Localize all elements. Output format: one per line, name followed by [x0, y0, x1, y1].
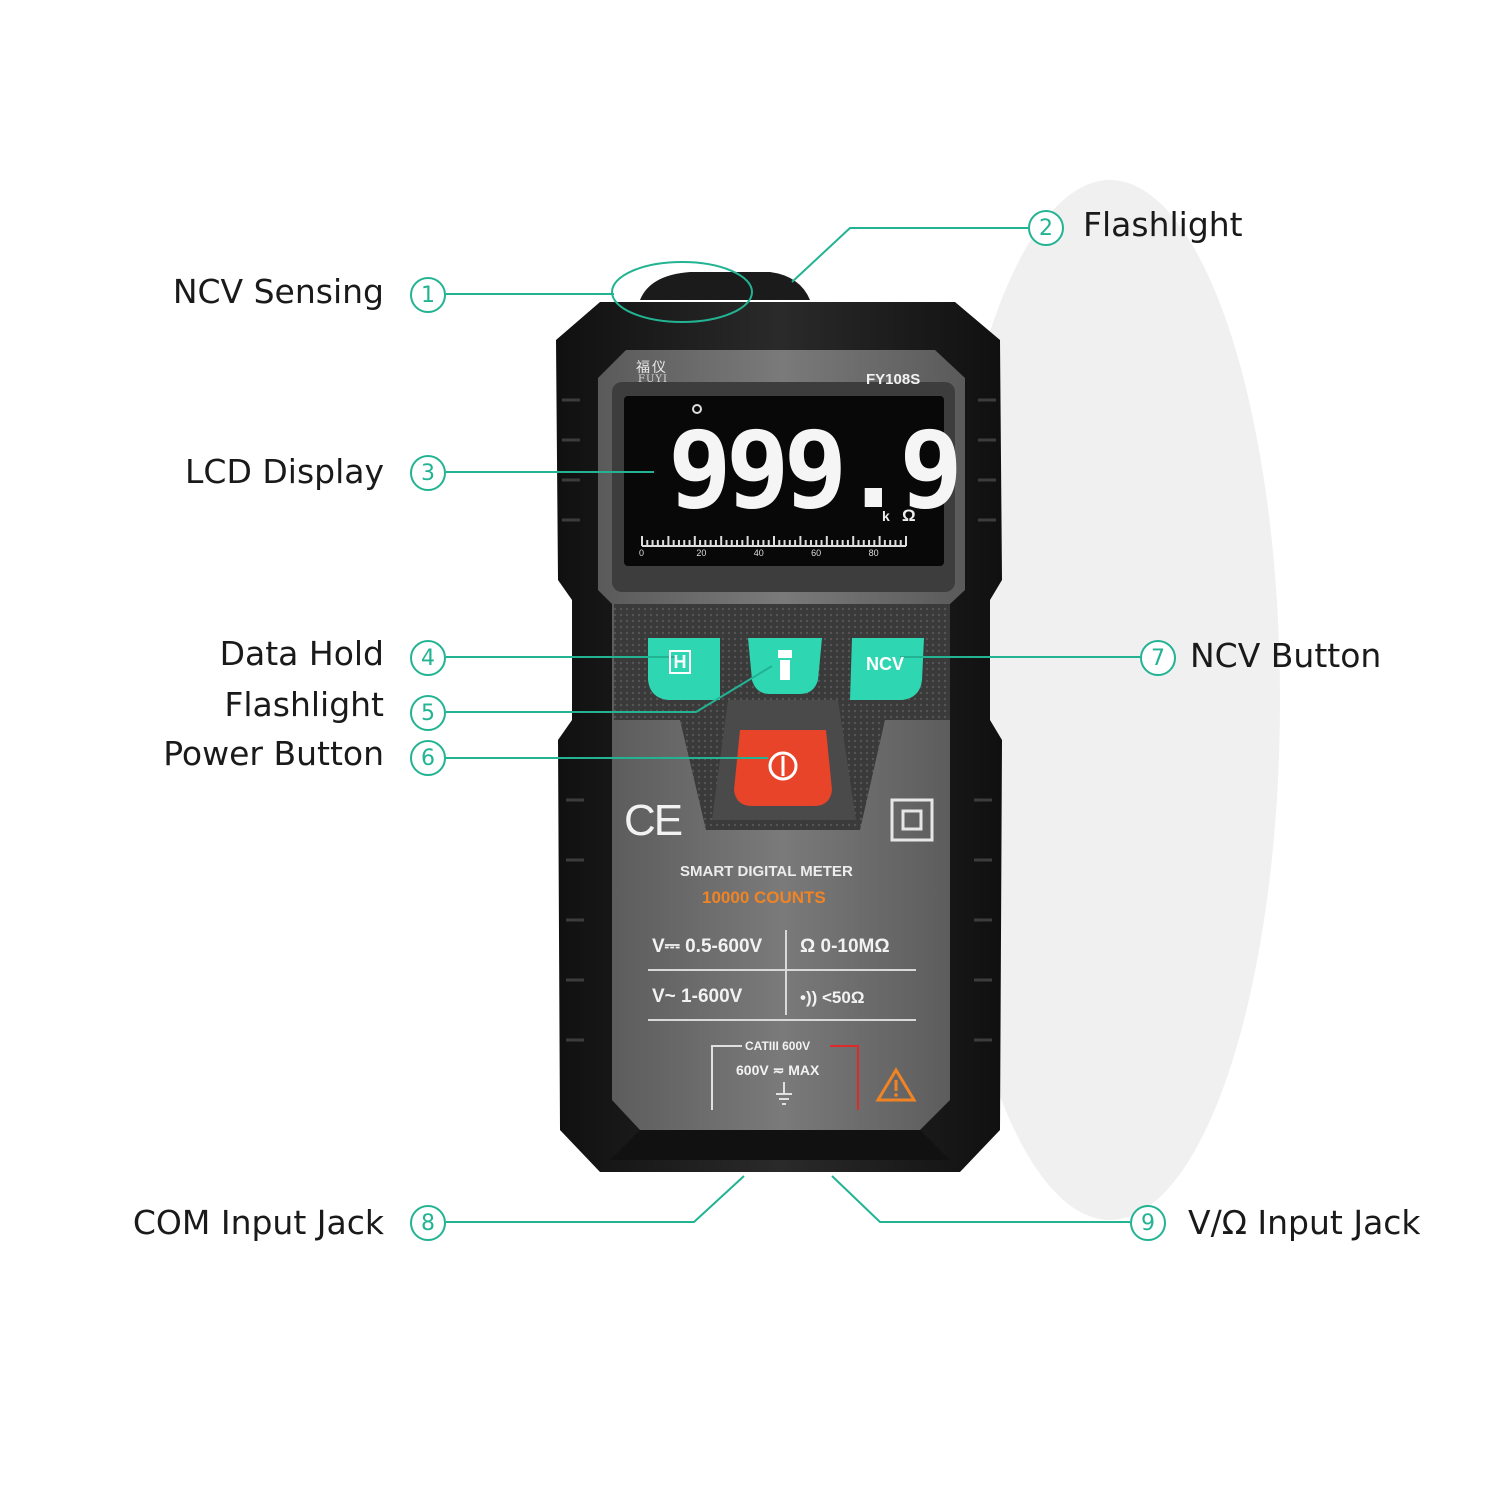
warning-icon: [875, 1067, 917, 1102]
cat-rating: CATIII 600V: [745, 1039, 811, 1053]
callout-label-1: NCV Sensing: [172, 272, 384, 311]
brand-name: FUYI: [638, 374, 668, 385]
spec-continuity: •)) <50Ω: [800, 988, 865, 1007]
lcd-screen: [624, 396, 944, 566]
callout-number-5: 5: [410, 695, 446, 731]
callout-label-7: NCV Button: [1190, 636, 1382, 675]
panel-counts: 10000 COUNTS: [702, 888, 826, 907]
lcd-power-indicator-icon: [692, 404, 702, 414]
callout-number-1: 1: [410, 277, 446, 313]
power-icon: [768, 751, 798, 781]
callout-label-5: Flashlight: [224, 685, 384, 724]
lcd-scale-bar: [641, 536, 907, 547]
callout-number-8: 8: [410, 1205, 446, 1241]
meter-bottom: [610, 1130, 950, 1160]
leader-2: [791, 227, 1028, 283]
leader-9: [831, 1175, 1130, 1223]
cat-bracket: [711, 1045, 859, 1110]
callout-number-3: 3: [410, 455, 446, 491]
lcd-scale-label: 60: [811, 548, 822, 558]
callout-number-7: 7: [1140, 640, 1176, 676]
ground-icon: [776, 1082, 792, 1105]
callout-label-2: Flashlight: [1083, 205, 1243, 244]
meter-grip-left: [562, 398, 584, 1042]
callout-number-9: 9: [1130, 1205, 1166, 1241]
leader-8: [446, 1175, 745, 1223]
hold-button-shape[interactable]: [648, 638, 720, 700]
brand-cn: 福仪: [636, 360, 668, 376]
callout-label-6: Power Button: [163, 734, 384, 773]
leader-lines: [446, 227, 1140, 1223]
ncv-button-shape[interactable]: [850, 638, 924, 700]
double-insulation-icon: [890, 798, 934, 842]
ncv-button-label[interactable]: NCV: [866, 654, 905, 674]
lcd-reading: 999.9: [668, 409, 963, 532]
callout-label-4: Data Hold: [219, 634, 384, 673]
callout-number-6: 6: [410, 740, 446, 776]
lcd-unit-prefix: k: [882, 508, 890, 524]
ncv-sensing-highlight: [611, 261, 753, 323]
lcd-scale-label: 80: [868, 548, 879, 558]
flashlight-icon: [778, 650, 792, 680]
callout-number-4: 4: [410, 640, 446, 676]
spec-grid-lines: [648, 930, 916, 1021]
spec-dcv: V⎓ 0.5-600V: [652, 936, 763, 957]
spec-ohm: Ω 0-10MΩ: [800, 936, 890, 957]
meter-top-cap: [640, 272, 810, 300]
lcd-scale-label: 40: [753, 548, 764, 558]
model-number: FY108S: [866, 371, 921, 388]
lcd-scale-label: 0: [639, 548, 645, 558]
callout-number-2: 2: [1028, 210, 1064, 246]
lcd-scale-label: 20: [696, 548, 707, 558]
meter-grip-right: [974, 398, 996, 1042]
callout-label-8: COM Input Jack: [132, 1203, 384, 1242]
leader-5: [446, 665, 773, 713]
ce-mark: CE: [624, 796, 683, 845]
meter-shadow: [940, 180, 1280, 1220]
spec-acv: V~ 1-600V: [652, 986, 743, 1007]
callout-label-9: V/Ω Input Jack: [1188, 1203, 1421, 1242]
hold-button-label[interactable]: H: [669, 650, 691, 674]
lcd-unit: Ω: [902, 506, 916, 525]
callout-label-3: LCD Display: [185, 452, 384, 491]
panel-title: SMART DIGITAL METER: [680, 863, 853, 880]
max-rating: 600V ≂ MAX: [736, 1062, 820, 1078]
